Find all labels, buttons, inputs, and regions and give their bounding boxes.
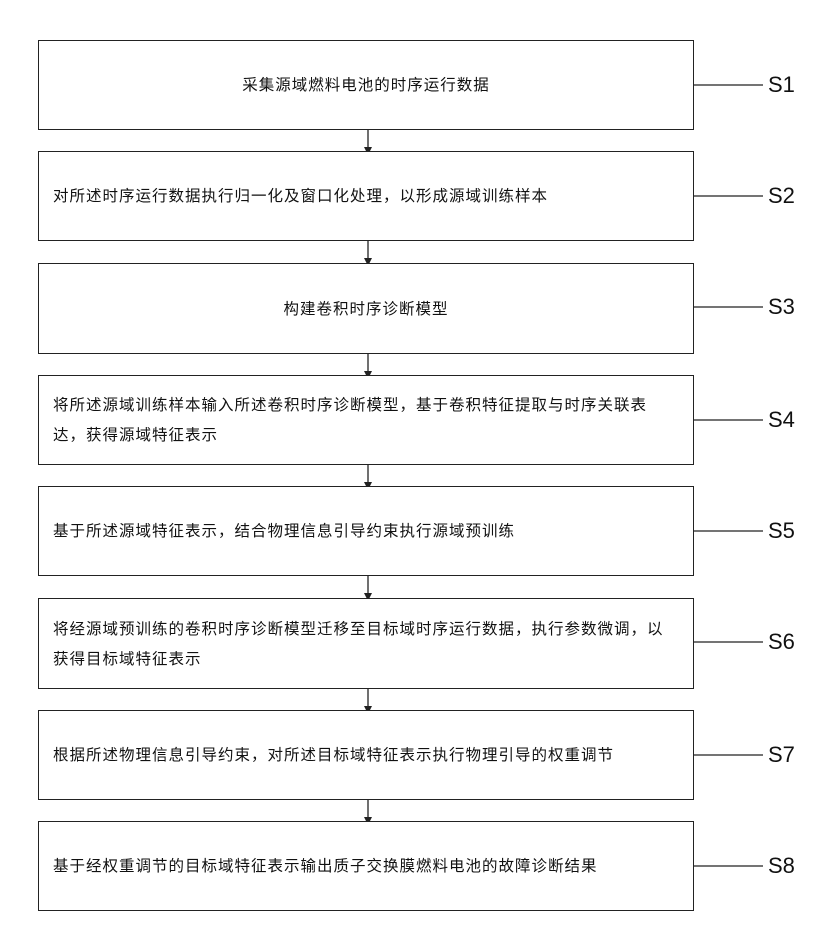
step-label-s6: S6 [768, 629, 795, 655]
step-label-s3: S3 [768, 294, 795, 320]
step-text-s4: 将所述源域训练样本输入所述卷积时序诊断模型，基于卷积特征提取与时序关联表达，获得… [53, 390, 679, 450]
step-label-s7: S7 [768, 742, 795, 768]
step-text-s7: 根据所述物理信息引导约束，对所述目标域特征表示执行物理引导的权重调节 [53, 740, 679, 770]
step-box-s1: 采集源域燃料电池的时序运行数据 [38, 40, 694, 130]
step-label-s1: S1 [768, 72, 795, 98]
step-text-s5: 基于所述源域特征表示，结合物理信息引导约束执行源域预训练 [53, 516, 679, 546]
step-text-s6: 将经源域预训练的卷积时序诊断模型迁移至目标域时序运行数据，执行参数微调，以获得目… [53, 614, 679, 674]
step-label-s8: S8 [768, 853, 795, 879]
step-box-s3: 构建卷积时序诊断模型 [38, 263, 694, 354]
step-text-s8: 基于经权重调节的目标域特征表示输出质子交换膜燃料电池的故障诊断结果 [53, 851, 679, 881]
step-box-s8: 基于经权重调节的目标域特征表示输出质子交换膜燃料电池的故障诊断结果 [38, 821, 694, 911]
step-label-s5: S5 [768, 518, 795, 544]
step-box-s7: 根据所述物理信息引导约束，对所述目标域特征表示执行物理引导的权重调节 [38, 710, 694, 800]
step-text-s1: 采集源域燃料电池的时序运行数据 [53, 70, 679, 100]
step-text-s3: 构建卷积时序诊断模型 [53, 294, 679, 324]
step-label-s2: S2 [768, 183, 795, 209]
step-box-s4: 将所述源域训练样本输入所述卷积时序诊断模型，基于卷积特征提取与时序关联表达，获得… [38, 375, 694, 465]
step-box-s2: 对所述时序运行数据执行归一化及窗口化处理，以形成源域训练样本 [38, 151, 694, 241]
step-label-s4: S4 [768, 407, 795, 433]
step-box-s5: 基于所述源域特征表示，结合物理信息引导约束执行源域预训练 [38, 486, 694, 576]
step-box-s6: 将经源域预训练的卷积时序诊断模型迁移至目标域时序运行数据，执行参数微调，以获得目… [38, 598, 694, 689]
step-text-s2: 对所述时序运行数据执行归一化及窗口化处理，以形成源域训练样本 [53, 181, 679, 211]
